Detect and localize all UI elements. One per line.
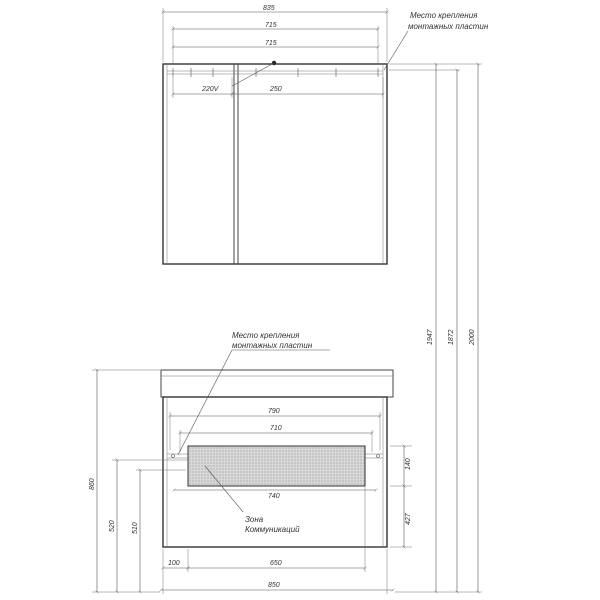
dim-650: 650: [270, 560, 282, 567]
dim-510: 510: [132, 522, 139, 534]
dim-250: 250: [269, 86, 282, 93]
svg-text:Зона: Зона: [245, 515, 264, 524]
dim-790: 790: [268, 408, 280, 415]
top-mounting-note: Место крепления монтажных пластин: [383, 11, 489, 71]
dim-427: 427: [405, 512, 412, 525]
dim-710: 710: [270, 425, 282, 432]
dim-220v: 220V: [201, 86, 220, 93]
vanity-body: [162, 396, 388, 548]
basin-top: [160, 369, 394, 398]
svg-text:Место крепления: Место крепления: [410, 11, 478, 20]
bottom-mounting-note: Место крепления монтажных пластин: [177, 331, 330, 456]
mounting-holes: [172, 68, 379, 77]
dim-860: 860: [89, 478, 96, 490]
dim-100: 100: [168, 560, 180, 567]
dim-740: 740: [268, 493, 280, 500]
top-dimensions: 835 715 715 220V 250: [163, 5, 387, 98]
dim-140: 140: [405, 458, 412, 470]
svg-text:Место крепления: Место крепления: [232, 331, 300, 340]
dim-715-a: 715: [265, 22, 277, 29]
dim-1872: 1872: [448, 329, 455, 345]
communication-zone-note: Зона Коммуникаций: [204, 465, 300, 534]
dim-2000: 2000: [469, 329, 476, 346]
bottom-dimensions: 790 710 740 140 427 860 520 510: [89, 370, 412, 594]
vanity-cabinet: [160, 369, 394, 548]
dim-1947: 1947: [427, 328, 434, 345]
overall-heights: 1947 1872 2000: [389, 64, 482, 592]
svg-text:Коммуникаций: Коммуникаций: [245, 525, 300, 534]
svg-text:монтажных пластин: монтажных пластин: [408, 22, 489, 31]
svg-text:монтажных пластин: монтажных пластин: [232, 341, 313, 350]
dim-715-b: 715: [265, 40, 277, 47]
dim-520: 520: [109, 520, 116, 532]
dim-835: 835: [263, 5, 275, 12]
dim-850: 850: [268, 582, 280, 589]
communication-zone: [187, 445, 366, 487]
